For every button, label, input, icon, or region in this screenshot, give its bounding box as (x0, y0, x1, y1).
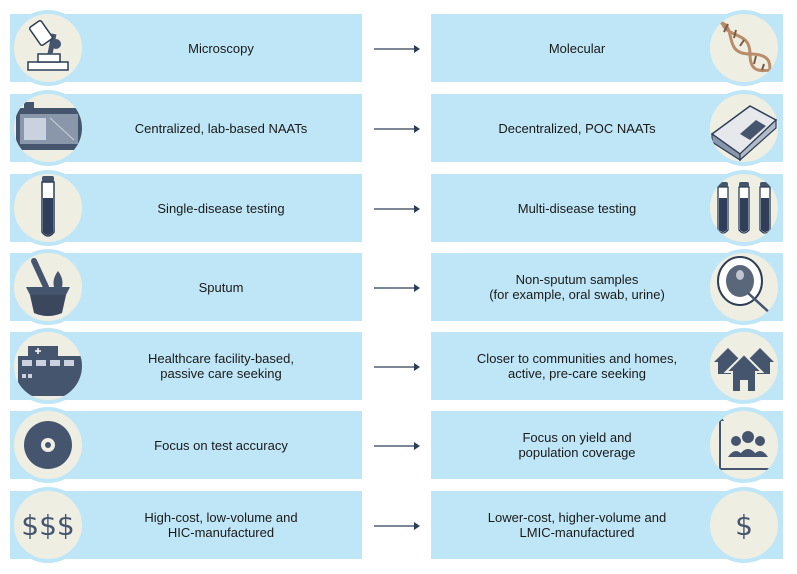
arrow-icon (374, 522, 420, 530)
triple-dollar-icon: $$$ (10, 487, 86, 563)
single-tube-icon (10, 170, 86, 246)
right-label: Decentralized, POC NAATs (498, 120, 656, 136)
triple-dollar-text: $$$ (21, 509, 74, 542)
right-label: Lower-cost, higher-volume and LMIC-manuf… (487, 510, 667, 540)
left-label: Microscopy (188, 40, 254, 56)
row-accuracy: Focus on test accuracy Focus on yield an… (0, 407, 797, 483)
population-chart-icon (706, 407, 782, 483)
arrow-icon (374, 125, 420, 133)
multi-tube-icon (706, 170, 782, 246)
row-disease-testing: Single-disease testing Multi-disease tes… (0, 170, 797, 246)
left-label: Centralized, lab-based NAATs (134, 120, 308, 136)
arrow-icon (374, 363, 420, 371)
left-label: Single-disease testing (157, 200, 285, 216)
left-label: Healthcare facility-based, passive care … (148, 351, 294, 381)
arrow-icon (374, 45, 420, 53)
right-label: Non-sputum samples (for example, oral sw… (489, 272, 665, 302)
hospital-icon (10, 328, 86, 404)
right-label: Multi-disease testing (517, 200, 637, 216)
dollar-icon: $ (706, 487, 782, 563)
arrow-icon (374, 205, 420, 213)
right-label: Focus on yield and population coverage (518, 430, 636, 460)
row-cost: High-cost, low-volume and HIC-manufactur… (0, 487, 797, 563)
poc-device-icon (706, 90, 782, 166)
left-label: Sputum (198, 279, 244, 295)
dna-icon (706, 10, 782, 86)
homes-icon (706, 328, 782, 404)
oral-swab-icon (706, 249, 782, 325)
arrow-icon (374, 284, 420, 292)
microscope-icon (10, 10, 86, 86)
row-samples: Sputum Non-sputum samples (for example, … (0, 249, 797, 325)
row-naats: Centralized, lab-based NAATs Decentraliz… (0, 90, 797, 166)
single-dollar-text: $ (735, 509, 753, 542)
right-label: Closer to communities and homes, active,… (476, 351, 678, 381)
arrow-icon (374, 442, 420, 450)
row-care-seeking: Healthcare facility-based, passive care … (0, 328, 797, 404)
right-label: Molecular (548, 40, 606, 56)
left-label: Focus on test accuracy (154, 437, 288, 453)
sputum-cup-icon (10, 249, 86, 325)
lab-machine-icon (10, 90, 86, 166)
row-microscopy: Microscopy Molecular (0, 10, 797, 86)
left-label: High-cost, low-volume and HIC-manufactur… (144, 510, 298, 540)
target-icon (10, 407, 86, 483)
